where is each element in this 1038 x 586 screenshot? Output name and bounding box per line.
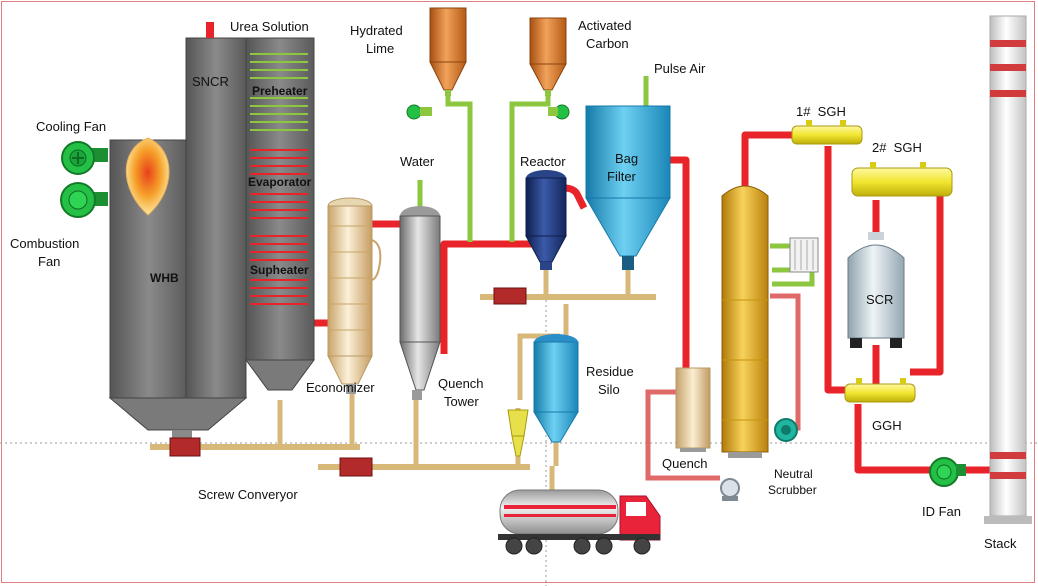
green-pipes bbox=[417, 76, 815, 287]
label-bag-filter-1: Bag bbox=[615, 151, 638, 166]
combustion-fan-icon bbox=[60, 182, 108, 218]
label-water: Water bbox=[400, 154, 435, 169]
label-residue-silo-1: Residue bbox=[586, 364, 634, 379]
quench-pump-icon bbox=[720, 478, 740, 501]
label-preheater: Preheater bbox=[252, 84, 308, 98]
reactor bbox=[525, 170, 567, 270]
label-ggh: GGH bbox=[872, 418, 902, 433]
label-sgh-1: 1# SGH bbox=[796, 104, 846, 119]
label-hydrated-lime-2: Lime bbox=[366, 41, 394, 56]
screw-conveyor-2 bbox=[318, 457, 530, 477]
whb-boiler bbox=[108, 22, 248, 448]
label-scr: SCR bbox=[866, 292, 893, 307]
red-flue-gas-pipes bbox=[314, 131, 990, 474]
urea-inlet bbox=[206, 22, 214, 38]
sgh-2 bbox=[851, 162, 953, 197]
label-combustion-fan-1: Combustion bbox=[10, 236, 79, 251]
radiator-icon bbox=[789, 237, 819, 273]
residue-silo bbox=[533, 334, 579, 443]
label-cooling-fan: Cooling Fan bbox=[36, 119, 106, 134]
carbon-feeder-icon bbox=[548, 104, 570, 120]
label-quench-tower-2: Tower bbox=[444, 394, 479, 409]
scrubber-pump-icon bbox=[774, 418, 798, 442]
flame-icon bbox=[125, 137, 170, 216]
sgh-1 bbox=[791, 120, 863, 145]
label-hydrated-lime-1: Hydrated bbox=[350, 23, 403, 38]
label-evaporator: Evaporator bbox=[248, 175, 312, 189]
ggh bbox=[844, 378, 916, 403]
quench-tower bbox=[399, 206, 441, 400]
stack bbox=[984, 15, 1032, 524]
label-screw-conveyor: Screw Converyor bbox=[198, 487, 298, 502]
label-sgh-2: 2# SGH bbox=[872, 140, 922, 155]
label-quench-tower-1: Quench bbox=[438, 376, 484, 391]
label-neutral-scrubber-1: Neutral bbox=[774, 467, 813, 481]
quench-vessel bbox=[675, 367, 711, 452]
cooling-fan-icon bbox=[61, 141, 108, 175]
label-neutral-scrubber-2: Scrubber bbox=[768, 483, 817, 497]
label-reactor: Reactor bbox=[520, 154, 566, 169]
label-whb: WHB bbox=[150, 271, 179, 285]
label-urea-solution: Urea Solution bbox=[230, 19, 309, 34]
label-sncr: SNCR bbox=[192, 74, 229, 89]
label-activated-carbon-2: Carbon bbox=[586, 36, 629, 51]
label-pulse-air: Pulse Air bbox=[654, 61, 706, 76]
neutral-scrubber bbox=[721, 185, 769, 458]
label-activated-carbon-1: Activated bbox=[578, 18, 631, 33]
activated-carbon-hopper bbox=[529, 17, 567, 96]
screw-conveyor-3 bbox=[480, 287, 656, 305]
screw-conveyor-1 bbox=[150, 437, 360, 457]
label-supheater: Supheater bbox=[250, 263, 309, 277]
id-fan-icon bbox=[929, 457, 966, 487]
label-id-fan: ID Fan bbox=[922, 504, 961, 519]
heat-exchanger-section bbox=[245, 37, 315, 391]
label-stack: Stack bbox=[984, 536, 1017, 551]
hydrated-lime-hopper bbox=[429, 7, 467, 96]
label-residue-silo-2: Silo bbox=[598, 382, 620, 397]
truck-icon bbox=[498, 489, 661, 555]
economizer bbox=[327, 197, 382, 394]
cyclone-separator bbox=[507, 409, 529, 457]
bag-filter bbox=[585, 105, 671, 270]
label-quench: Quench bbox=[662, 456, 708, 471]
diagram-labels: Urea Solution SNCR Preheater Evaporator … bbox=[10, 18, 1017, 551]
lime-feeder-icon bbox=[406, 104, 432, 120]
label-economizer: Economizer bbox=[306, 380, 375, 395]
scr-reactor bbox=[847, 232, 905, 348]
label-bag-filter-2: Filter bbox=[607, 169, 637, 184]
label-combustion-fan-2: Fan bbox=[38, 254, 60, 269]
